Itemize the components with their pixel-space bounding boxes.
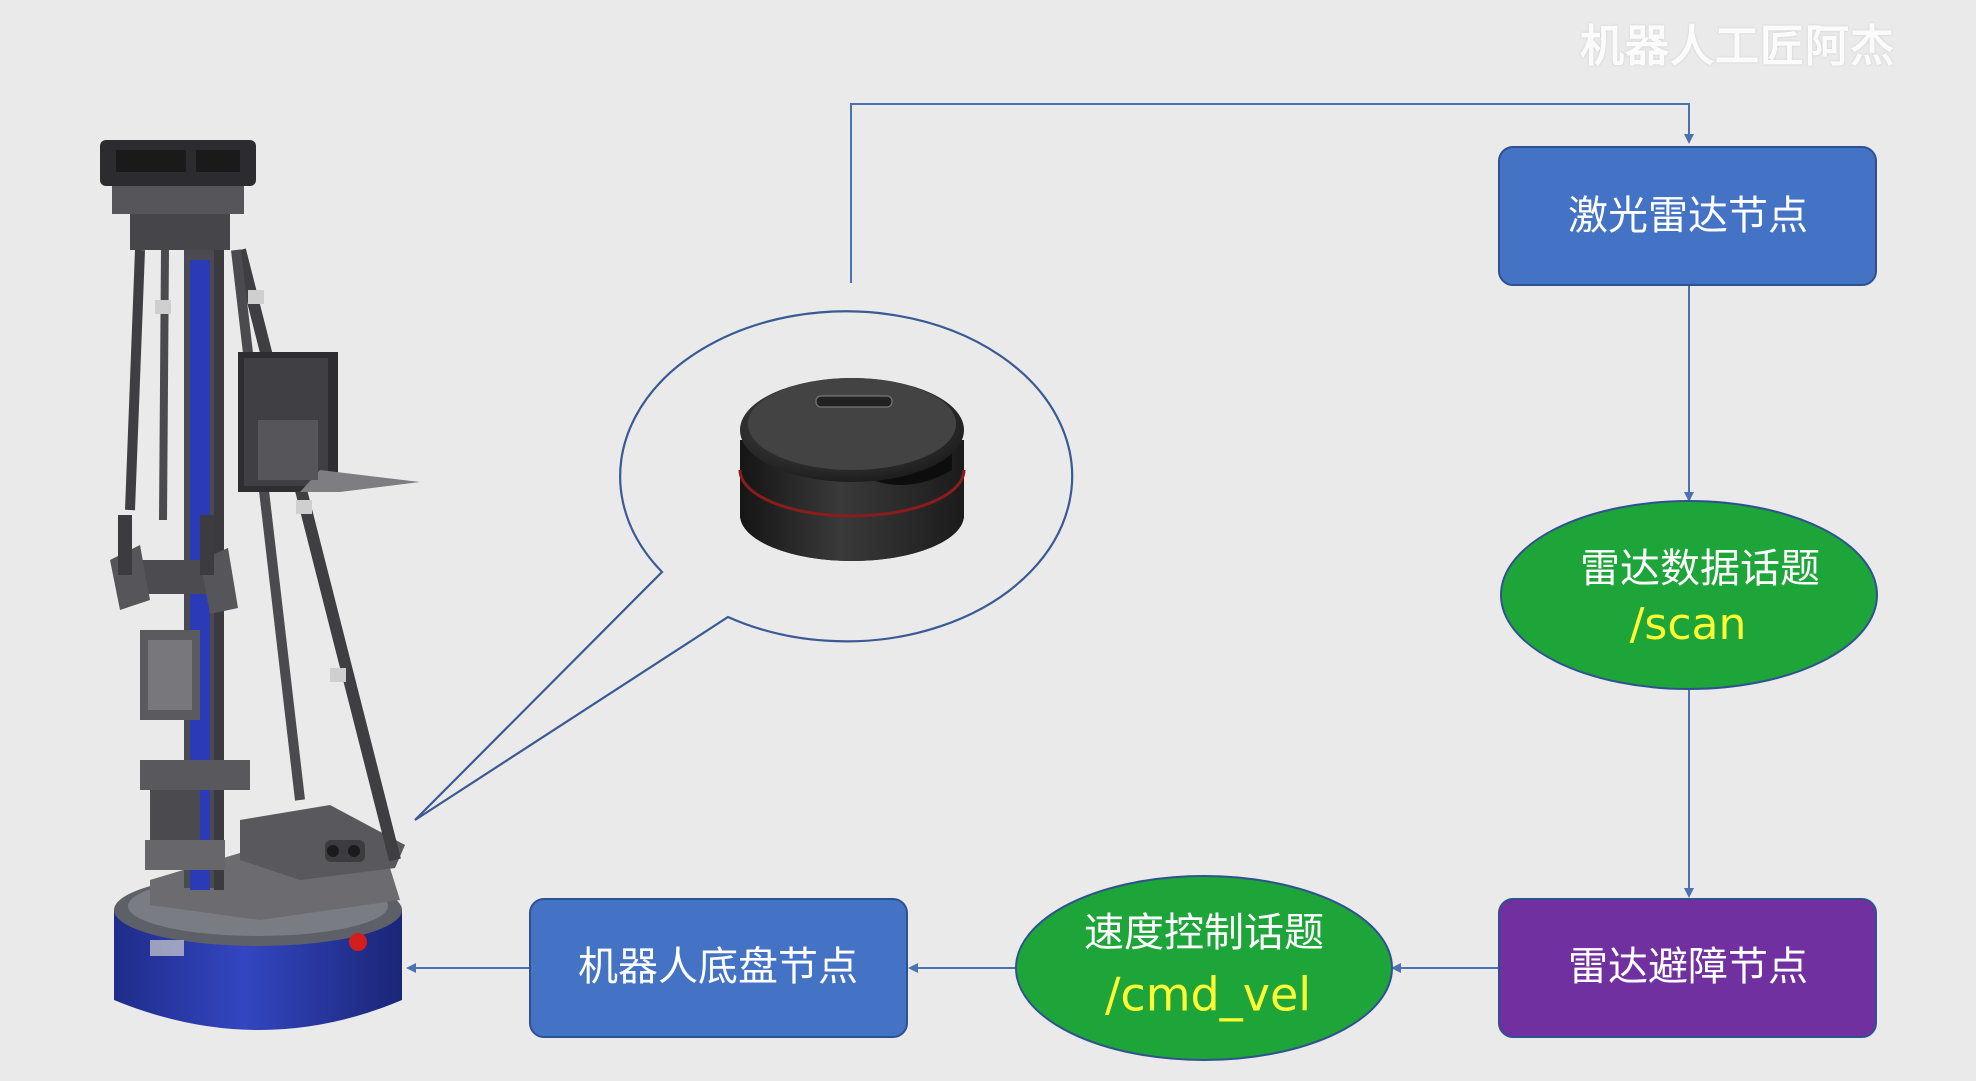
scan-topic-name: /scan (1630, 599, 1747, 650)
lidar-node-label: 激光雷达节点 (1568, 193, 1808, 239)
watermark: 机器人工匠阿杰 (1580, 21, 1895, 72)
cmd-vel-topic-name: /cmd_vel (1105, 968, 1311, 1022)
robot-illustration (100, 140, 420, 1030)
avoid-node: 雷达避障节点 (1498, 898, 1877, 1038)
scan-topic: 雷达数据话题 /scan (1500, 500, 1878, 690)
chassis-node-label: 机器人底盘节点 (578, 944, 858, 990)
lidar-node: 激光雷达节点 (1498, 146, 1877, 286)
cmd-vel-topic: 速度控制话题 /cmd_vel (1015, 875, 1393, 1061)
cmd-vel-topic-label: 速度控制话题 (1084, 910, 1324, 956)
chassis-node: 机器人底盘节点 (529, 898, 908, 1038)
lidar-callout (414, 310, 1074, 821)
lidar-sensor-image (738, 378, 966, 561)
connectors (406, 103, 1694, 973)
scan-topic-label: 雷达数据话题 (1580, 546, 1820, 592)
arrow-lidar-to-lidar-node (850, 103, 1694, 283)
avoid-node-label: 雷达避障节点 (1568, 944, 1808, 990)
